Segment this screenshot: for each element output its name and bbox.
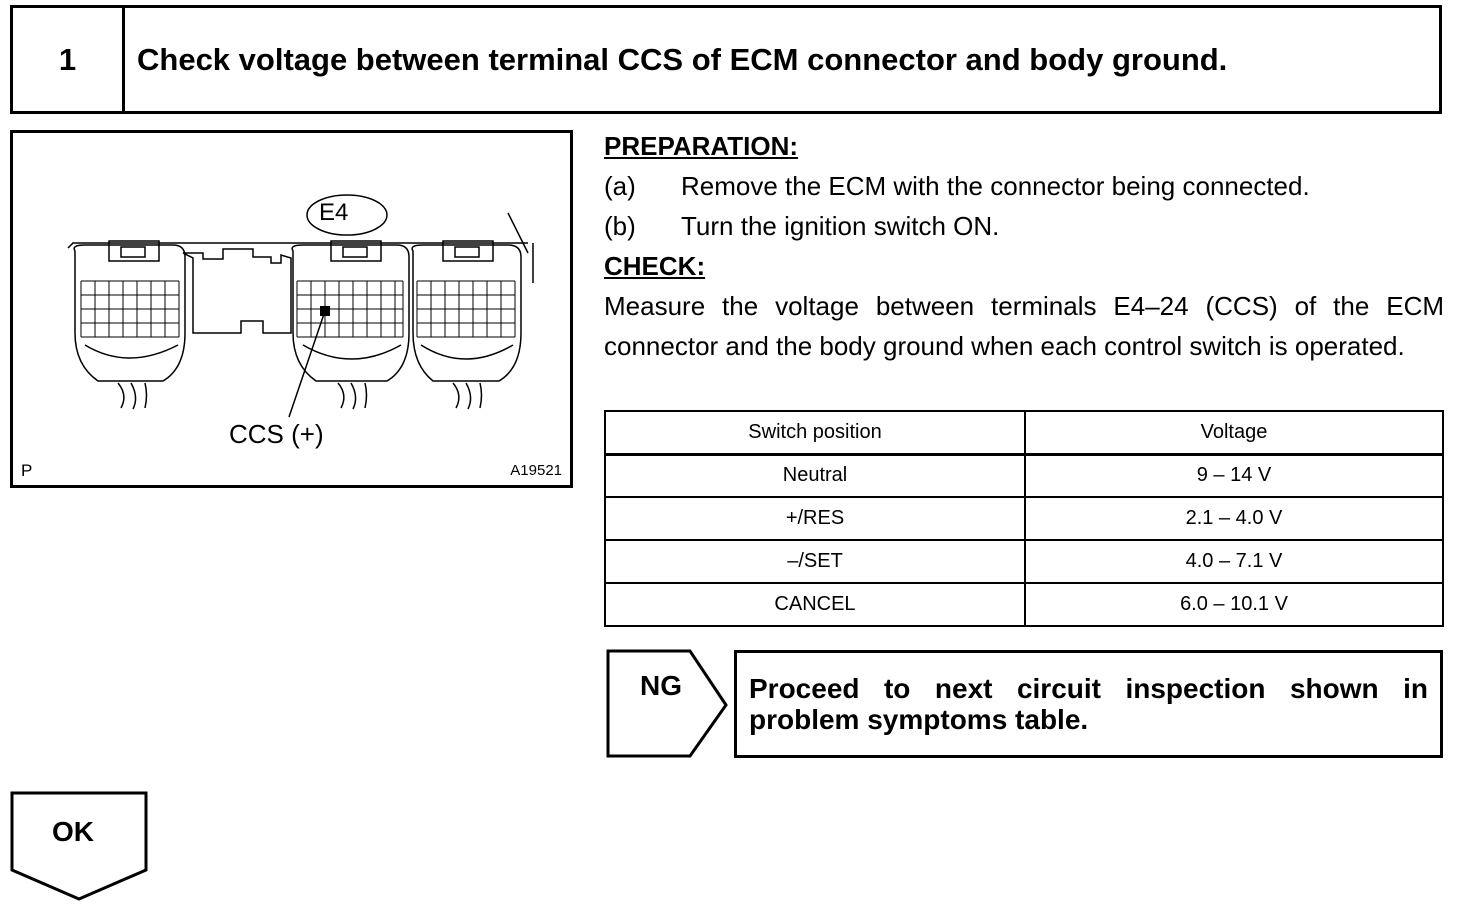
step-number: 1	[13, 8, 125, 111]
switch-position-cell: +/RES	[604, 496, 1026, 541]
column-header: Voltage	[1024, 410, 1444, 456]
ng-result-box: Proceed to next circuit inspection shown…	[734, 650, 1443, 758]
step-title: Check voltage between terminal CCS of EC…	[137, 41, 1228, 77]
ok-arrow-shape	[10, 791, 148, 901]
ccs-terminal-marker	[320, 306, 330, 316]
voltage-cell: 9 – 14 V	[1024, 453, 1444, 498]
terminal-label: CCS (+)	[229, 419, 324, 449]
voltage-cell: 4.0 – 7.1 V	[1024, 539, 1444, 584]
figure-corner-label: P	[21, 461, 33, 480]
switch-position-cell: Neutral	[604, 453, 1026, 498]
preparation-step-label: (a)	[604, 171, 636, 201]
connector-diagram: E4 CCS (+) P A19521	[10, 130, 573, 488]
table-row: Neutral 9 – 14 V	[604, 453, 1444, 498]
switch-position-cell: CANCEL	[604, 582, 1026, 627]
connector-label: E4	[319, 199, 349, 226]
preparation-step-label: (b)	[604, 211, 636, 241]
voltage-cell: 6.0 – 10.1 V	[1024, 582, 1444, 627]
check-text: Measure the voltage between terminals E4…	[604, 291, 1444, 361]
preparation-step: (a) Remove the ECM with the connector be…	[604, 166, 1444, 206]
voltage-cell: 2.1 – 4.0 V	[1024, 496, 1444, 541]
ng-arrow-shape	[606, 649, 728, 758]
table-header-row: Switch position Voltage	[604, 410, 1444, 456]
check-heading: CHECK:	[604, 251, 706, 281]
ok-arrow: OK	[10, 790, 148, 902]
ng-arrow: NG	[606, 648, 728, 758]
preparation-heading: PREPARATION:	[604, 131, 799, 161]
table-row: +/RES 2.1 – 4.0 V	[604, 496, 1444, 541]
preparation-step-text: Remove the ECM with the connector being …	[681, 171, 1310, 201]
table-row: –/SET 4.0 – 7.1 V	[604, 539, 1444, 584]
ng-label: NG	[640, 670, 682, 701]
instructions: PREPARATION: (a) Remove the ECM with the…	[604, 126, 1444, 366]
preparation-step: (b) Turn the ignition switch ON.	[604, 206, 1444, 246]
step-header: 1 Check voltage between terminal CCS of …	[10, 5, 1442, 114]
connector-drawing	[67, 194, 534, 418]
ok-label: OK	[52, 816, 94, 847]
voltage-table: Switch position Voltage Neutral 9 – 14 V…	[604, 410, 1444, 627]
column-header: Switch position	[604, 410, 1026, 456]
table-row: CANCEL 6.0 – 10.1 V	[604, 582, 1444, 627]
preparation-step-text: Turn the ignition switch ON.	[681, 211, 1000, 241]
switch-position-cell: –/SET	[604, 539, 1026, 584]
figure-id: A19521	[510, 462, 562, 479]
